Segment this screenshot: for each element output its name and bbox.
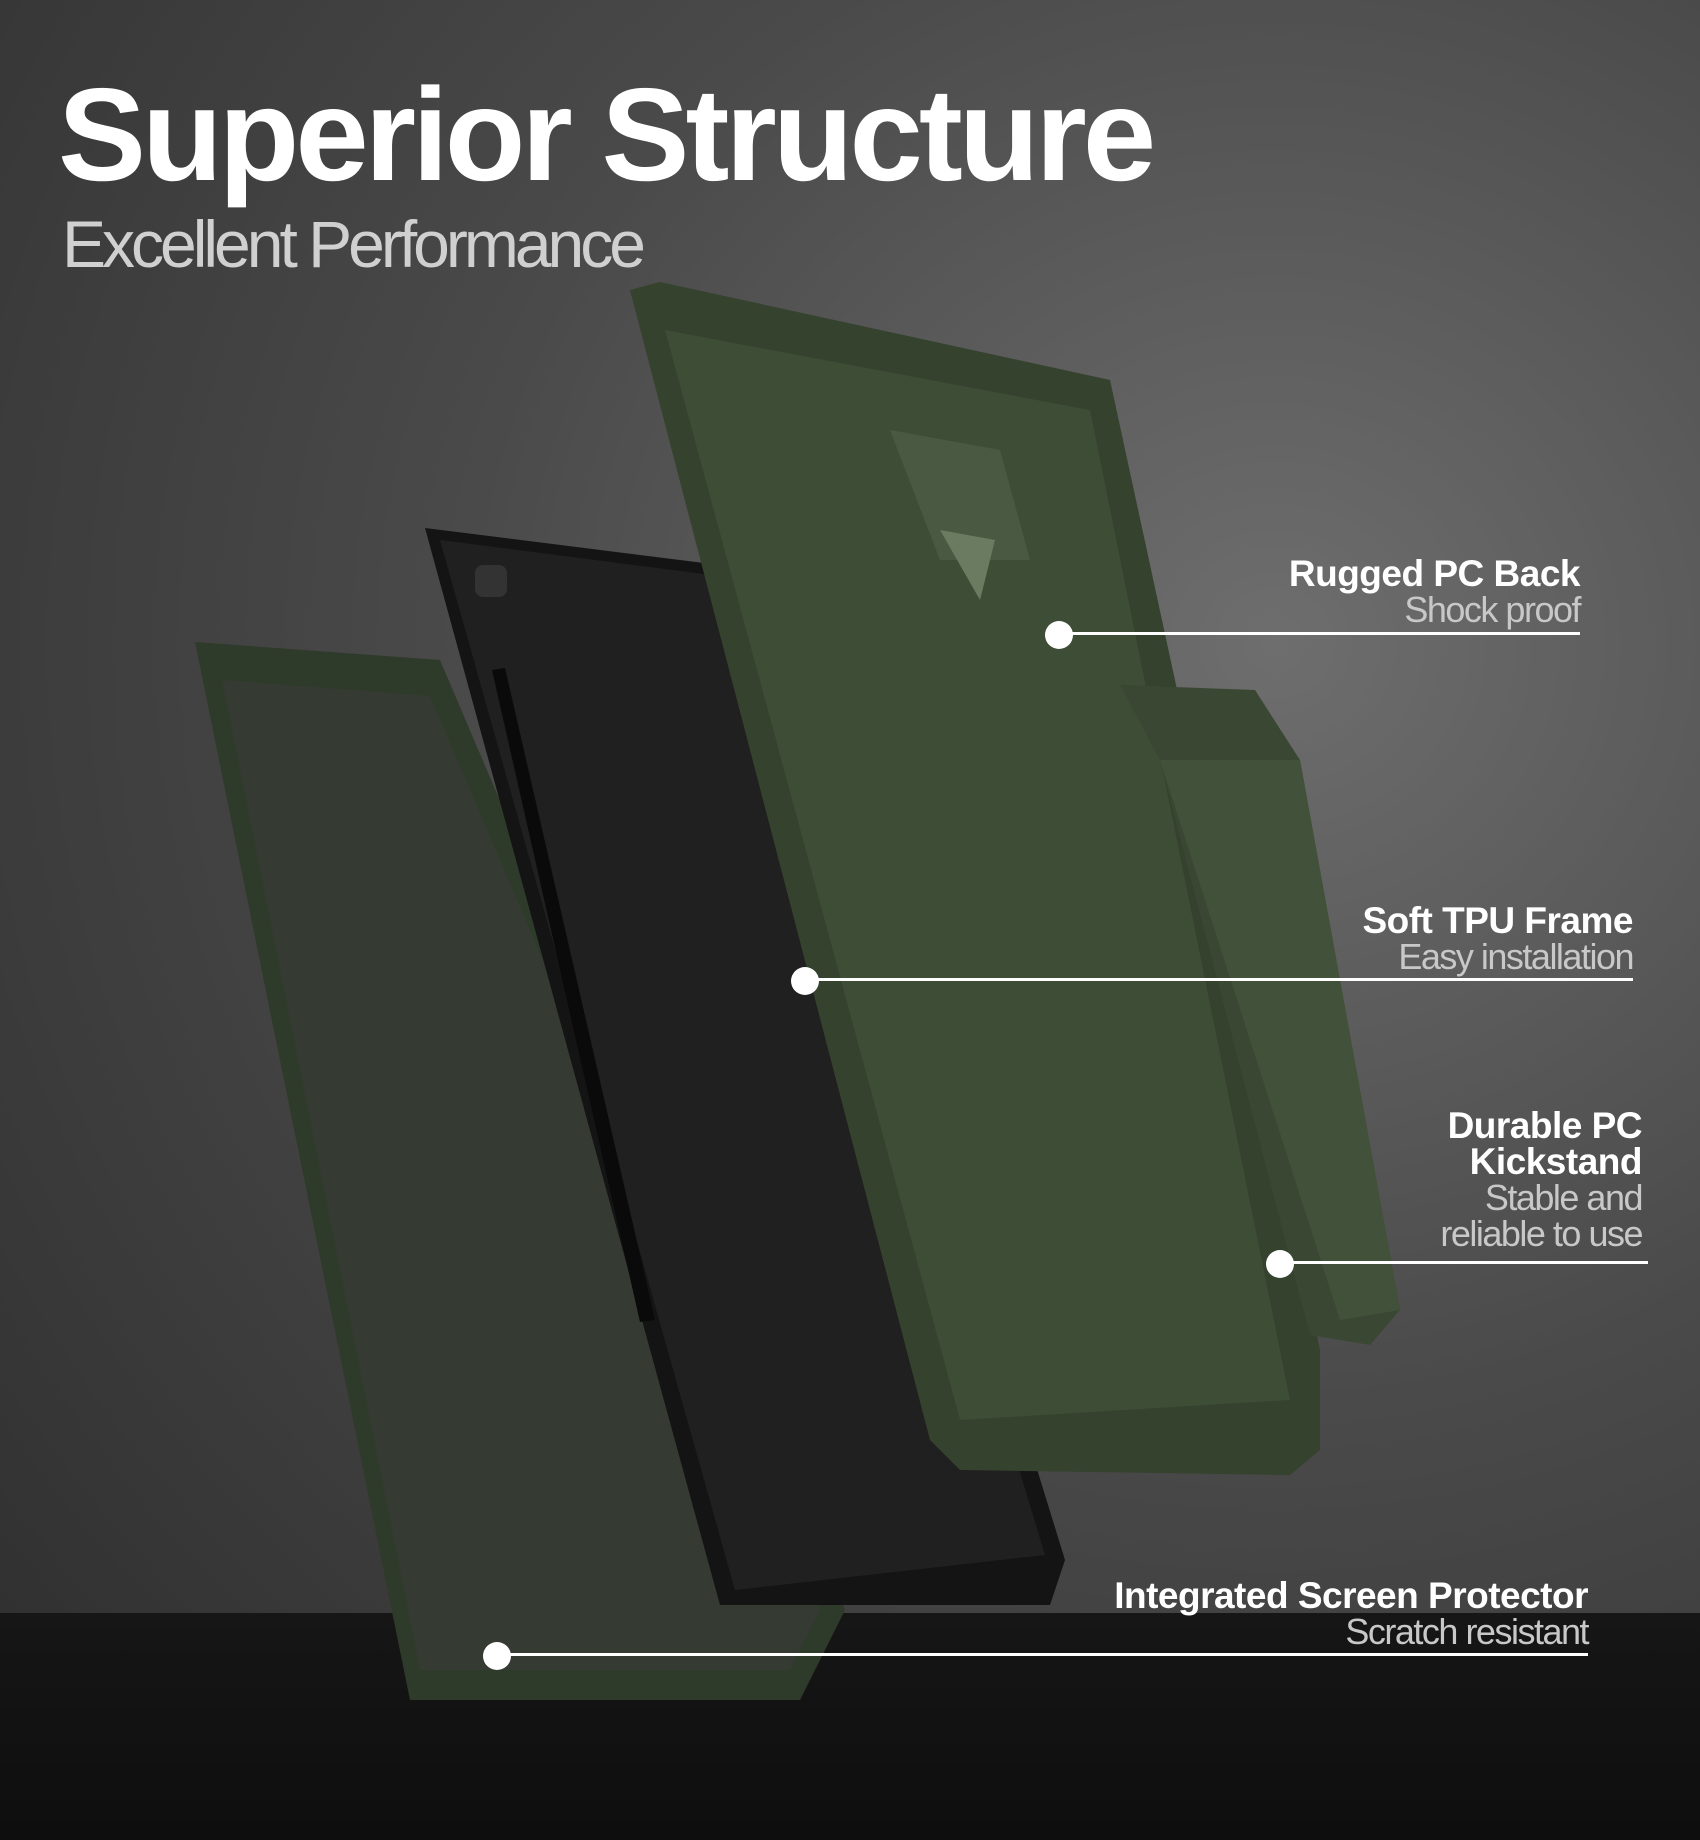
callout-subtitle: Easy installation (1398, 936, 1634, 977)
callout-line (805, 978, 1633, 981)
callout-dot (791, 967, 819, 995)
callout-title-line2: Kickstand (1469, 1141, 1643, 1182)
callout-rugged-pc-back: Rugged PC Back Shock proof (1288, 553, 1582, 630)
callout-title-line1: Durable PC (1447, 1105, 1643, 1146)
callout-line (1280, 1261, 1648, 1264)
callout-subtitle: Shock proof (1404, 589, 1581, 630)
callout-dot (1266, 1250, 1294, 1278)
callout-subtitle: Scratch resistant (1345, 1611, 1589, 1652)
callout-subtitle-line2: reliable to use (1440, 1213, 1643, 1254)
rugged-case (630, 282, 1400, 1475)
stylus (492, 668, 655, 1322)
callout-title: Rugged PC Back (1288, 553, 1581, 594)
callout-integrated-screen-protector: Integrated Screen Protector Scratch resi… (1114, 1575, 1589, 1652)
callout-subtitle-line1: Stable and (1484, 1177, 1644, 1218)
callout-title: Soft TPU Frame (1362, 900, 1633, 941)
callout-line (1059, 632, 1580, 635)
callout-line (497, 1653, 1588, 1656)
callout-title: Integrated Screen Protector (1114, 1575, 1588, 1616)
callout-durable-pc-kickstand: Durable PC Kickstand Stable and reliable… (1440, 1105, 1644, 1254)
floor-backdrop (0, 1613, 1700, 1840)
callout-soft-tpu-frame: Soft TPU Frame Easy installation (1362, 900, 1634, 977)
page-title: Superior Structure (58, 61, 1156, 208)
callout-dot (1045, 621, 1073, 649)
page-subtitle: Excellent Performance (62, 207, 646, 281)
brand-logo-icon (940, 530, 995, 600)
camera-icon (475, 565, 507, 597)
callout-dot (483, 1642, 511, 1670)
